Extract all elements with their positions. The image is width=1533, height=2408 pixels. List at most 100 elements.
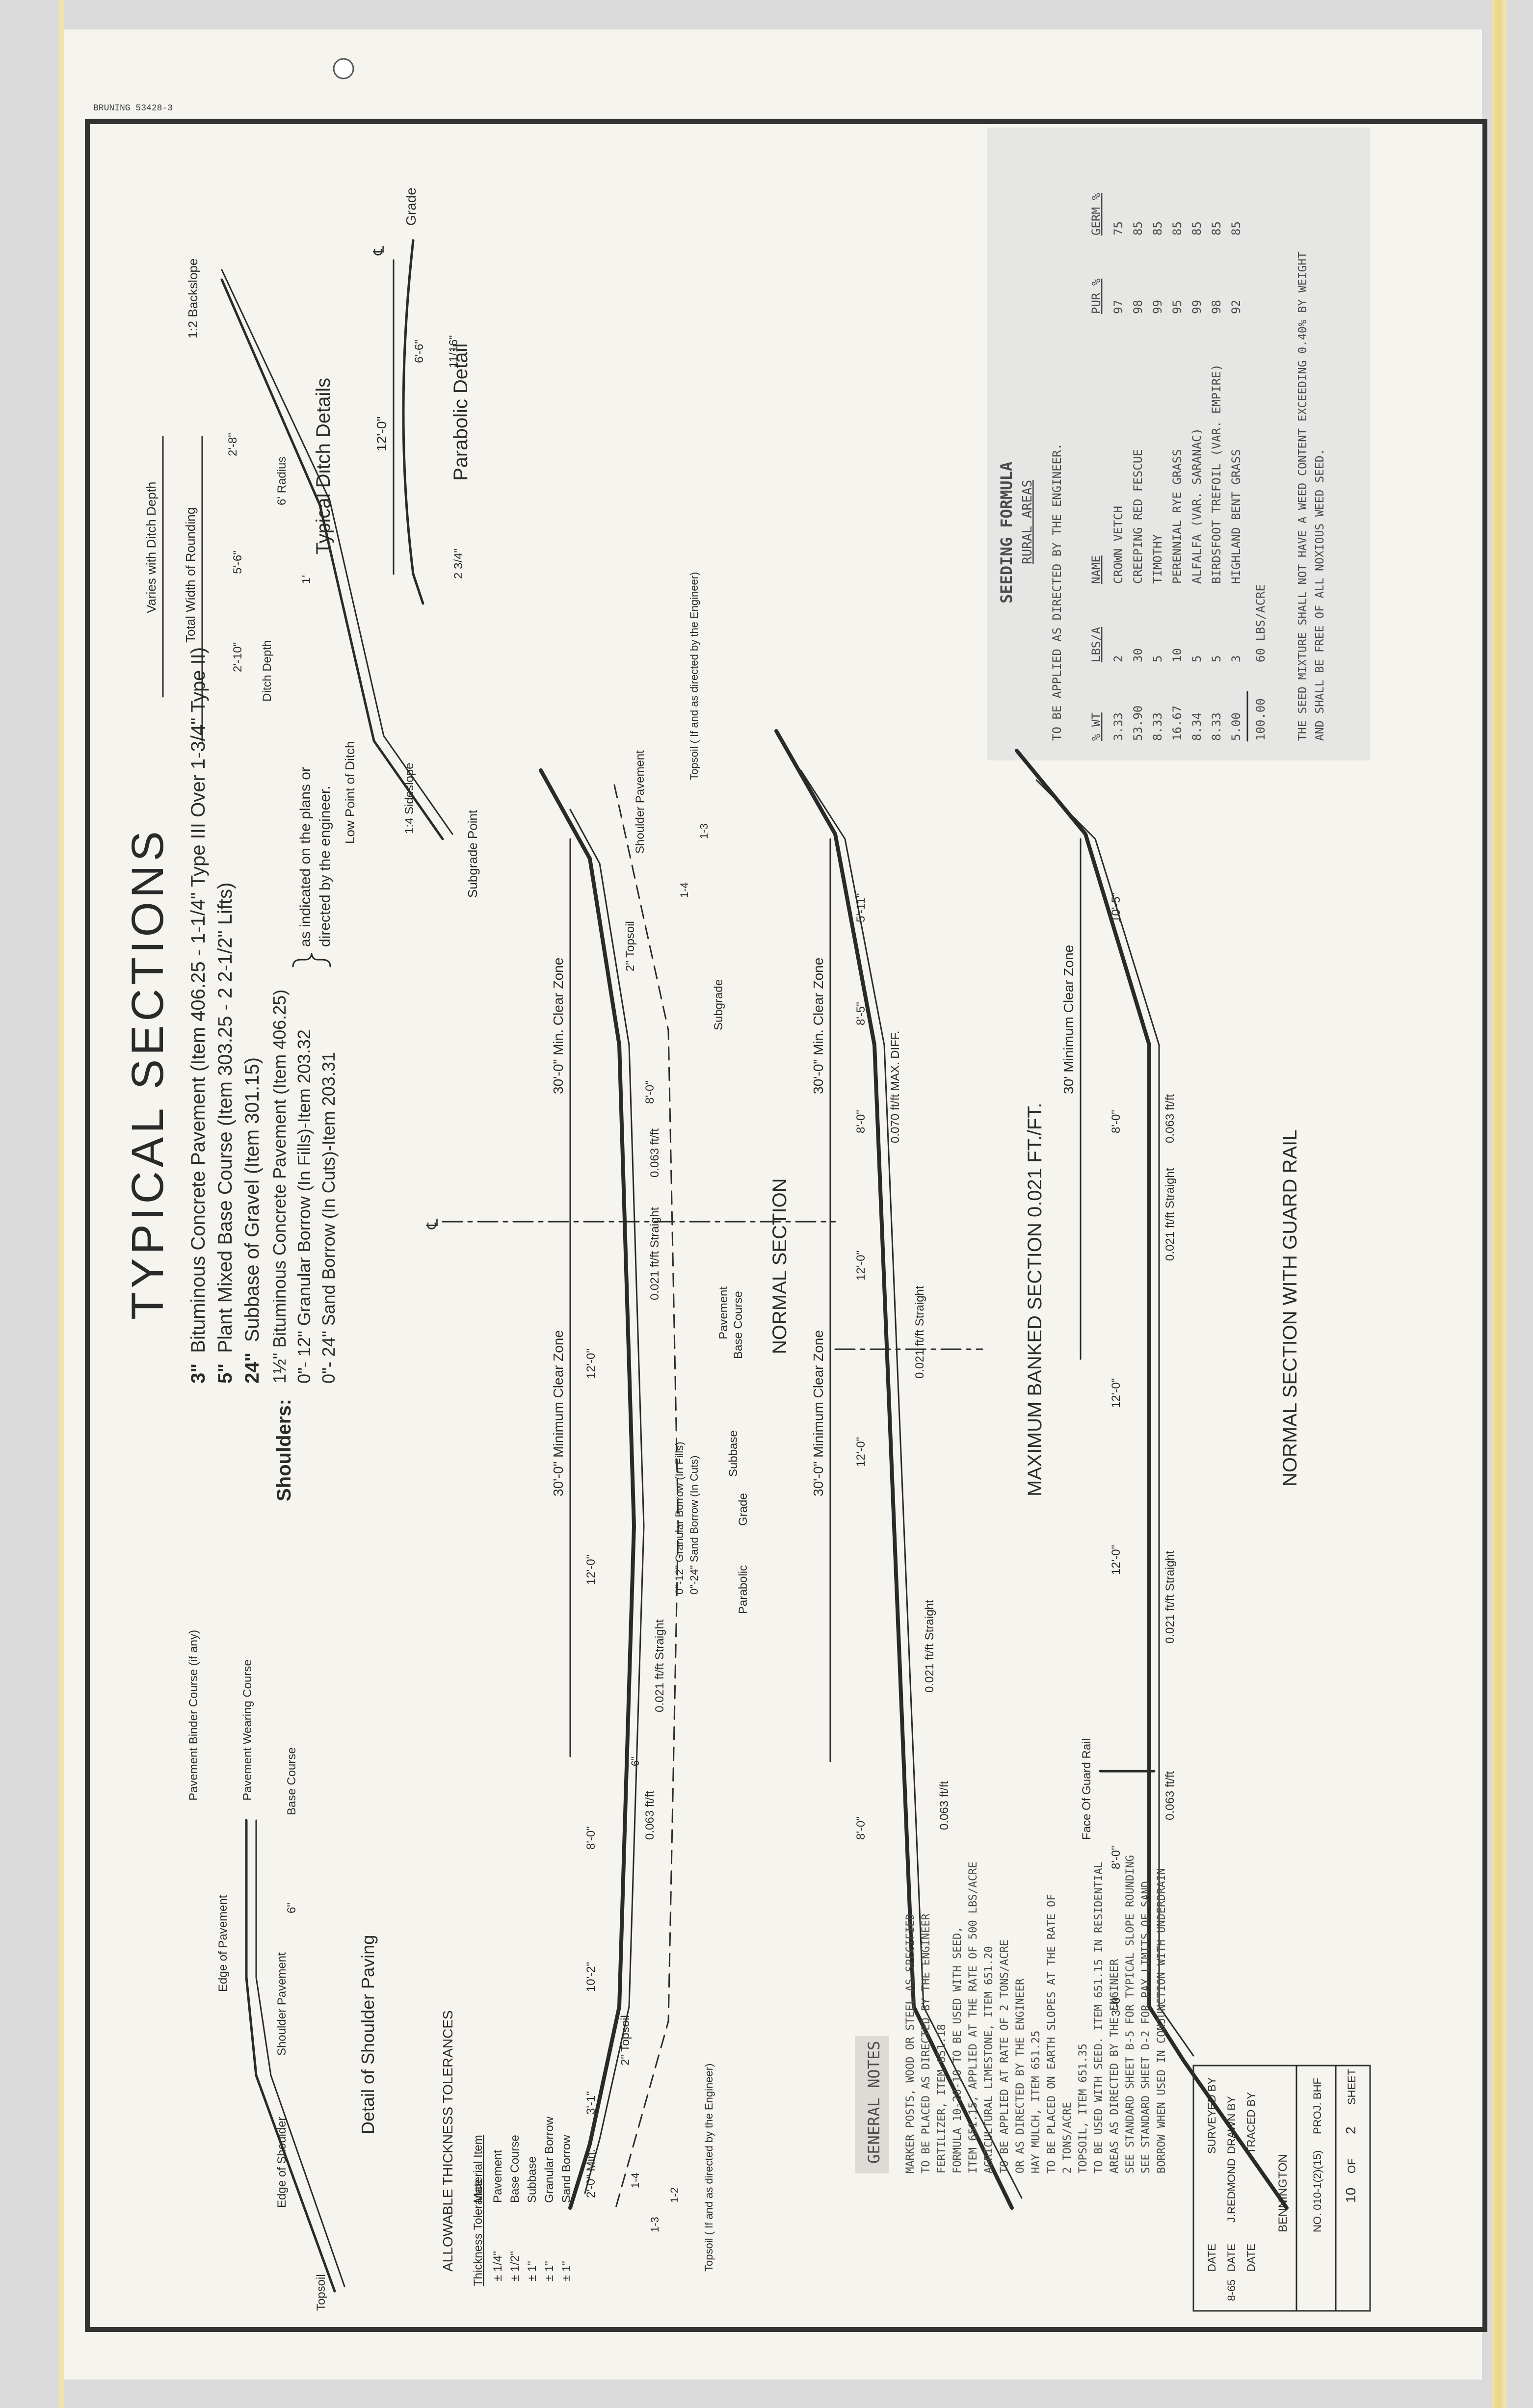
note-line: TO BE PLACED ON EARTH SLOPES AT THE RATE… <box>1046 1894 1058 2173</box>
seeding-rows: 3.33 2 CROWN VETCH 97 75 53.90 30 CREEPI… <box>1111 221 1243 741</box>
banked-label: 0.021 ft/ft Straight <box>913 1285 926 1379</box>
normal-label: Subgrade <box>712 979 725 1030</box>
tolerance-item: Subbase <box>526 2156 539 2203</box>
seeding-cell: BIRDSFOOT TREFOIL (VAR. EMPIRE) <box>1210 364 1223 584</box>
normal-label: Topsoil ( If and as directed by the Engi… <box>688 572 700 780</box>
banked-label: 30'-0" Minimum Clear Zone <box>811 1330 826 1496</box>
seeding-cell: 5 <box>1210 655 1223 662</box>
seeding-header: LBS/A <box>1089 627 1103 662</box>
guard-label: 0.021 ft/ft Straight <box>1163 1550 1177 1644</box>
shoulder-label: Topsoil <box>315 2274 328 2311</box>
seeding-subtitle: RURAL AREAS <box>1020 480 1035 564</box>
note-line: ITEM 651.15, APPLIED AT THE RATE OF 500 … <box>967 1861 979 2173</box>
notes-lines: MARKER POSTS, WOOD OR STEEL AS SPECIFIED… <box>904 1855 1168 2173</box>
rotated-drawing: TYPICAL SECTIONS 3" Bituminous Concrete … <box>99 123 1473 2330</box>
seeding-cell: 30 <box>1131 648 1145 662</box>
ditch-details: Typical Ditch Details Total Width of Rou… <box>144 259 480 898</box>
tb-value: J.REDMOND <box>1225 2158 1238 2223</box>
banked-label: 0.070 ft/ft MAX. DIFF. <box>889 1031 902 1143</box>
banked-label: 30'-0" Min. Clear Zone <box>811 958 826 1094</box>
seeding-cell: 8.33 <box>1151 712 1164 741</box>
normal-label: 1-3 <box>649 2217 661 2232</box>
seeding-cell: 16.67 <box>1170 706 1184 741</box>
tolerance-value: ± 1" <box>543 2261 556 2281</box>
guard-section-title: NORMAL SECTION WITH GUARD RAIL <box>1279 1130 1301 1487</box>
seeding-shade <box>987 128 1370 760</box>
normal-label: Pavement <box>717 1286 730 1339</box>
seeding-cell: 92 <box>1229 300 1243 314</box>
seeding-cell: 8.33 <box>1210 712 1223 741</box>
tolerances-table: ALLOWABLE THICKNESS TOLERANCES Material … <box>440 2010 573 2286</box>
banked-label: 8'-5" <box>854 1002 868 1025</box>
normal-label: Topsoil ( If and as directed by the Engi… <box>703 2064 715 2272</box>
general-notes: GENERAL NOTES MARKER POSTS, WOOD OR STEE… <box>855 1855 1168 2173</box>
banked-label: 0.063 ft/ft <box>938 1781 951 1830</box>
sheet-border <box>85 119 1487 2332</box>
ditch-dim: 2'-10" <box>231 642 244 672</box>
material-text: Bituminous Concrete Pavement (Item 406.2… <box>187 647 209 1353</box>
tolerance-header: Material Item <box>472 2135 485 2203</box>
seeding-cell: 99 <box>1190 300 1204 314</box>
note-line: TO BE USED WITH SEED. ITEM 651.15 IN RES… <box>1093 1861 1105 2173</box>
normal-label: 3'-1" <box>584 2091 598 2115</box>
tolerance-item: Base Course <box>508 2135 522 2203</box>
seeding-cell: 53.90 <box>1131 706 1145 741</box>
seeding-cell: 85 <box>1229 221 1243 236</box>
ditch-radius: 6' Radius <box>275 457 289 505</box>
ditch-sideslope: 1:4 Sideslope <box>403 763 416 834</box>
seeding-cell: 75 <box>1111 221 1125 236</box>
ditch-low-point: Low Point of Ditch <box>343 741 357 844</box>
normal-label: 8'-0" <box>643 1080 657 1104</box>
normal-label: 0.021 ft/ft Straight <box>653 1619 666 1712</box>
material-thickness: 24" <box>241 1353 263 1384</box>
seeding-cell: 8.34 <box>1190 712 1204 741</box>
seeding-cell: 3.33 <box>1111 712 1125 741</box>
shoulders-line: 0"- 24" Sand Borrow (In Cuts)-Item 203.3… <box>318 1052 339 1384</box>
page-title: TYPICAL SECTIONS <box>123 827 173 1320</box>
note-line: AREAS AS DIRECTED BY THE ENGINEER <box>1109 1959 1121 2173</box>
parabolic-grade: Grade <box>403 187 419 226</box>
guard-label: 30' Minimum Clear Zone <box>1061 945 1076 1094</box>
parabolic-dim: 2 3/4" <box>452 549 465 579</box>
ditch-varies-label: Varies with Ditch Depth <box>144 482 159 613</box>
parabolic-dim-label: 12'-0" <box>374 417 389 451</box>
normal-label: 0"-24" Sand Borrow (In Cuts) <box>688 1456 700 1595</box>
parabolic-dim: 11/16" <box>447 335 460 368</box>
seeding-cell: HIGHLAND BENT GRASS <box>1229 449 1243 584</box>
normal-label: 2" Topsoil <box>624 921 637 971</box>
seeding-title: SEEDING FORMULA <box>997 462 1016 603</box>
normal-label: 1-3 <box>698 823 710 839</box>
guard-label: 0.063 ft/ft <box>1163 1094 1177 1143</box>
shoulder-label: Pavement Wearing Course <box>241 1659 254 1801</box>
normal-label: Base Course <box>732 1291 745 1359</box>
parabolic-curve <box>402 239 424 605</box>
seeding-applied: TO BE APPLIED AS DIRECTED BY THE ENGINEE… <box>1050 443 1064 741</box>
shoulder-label: Shoulder Pavement <box>275 1952 289 2056</box>
guard-subgrade <box>1035 779 1194 2057</box>
normal-label: 2'-0" Min. <box>584 2149 598 2198</box>
ditch-subgrade: Subgrade Point <box>465 810 480 898</box>
guard-label: 12'-0" <box>1110 1545 1123 1575</box>
note-line: OR AS DIRECTED BY THE ENGINEER <box>1014 1978 1027 2173</box>
seeding-cell: 3 <box>1229 655 1243 662</box>
guard-label: 10'-5" <box>1110 892 1123 922</box>
shoulder-label: 6" <box>285 1903 298 1913</box>
note-line: TO BE APPLIED AT RATE OF 2 TONS/ACRE <box>999 1939 1011 2173</box>
normal-label: 1-4 <box>678 882 690 898</box>
title-block: SURVEYED BY DATE DRAWN BY J.REDMOND DATE… <box>1192 2065 1371 2312</box>
normal-label: 8'-0" <box>584 1826 598 1850</box>
banked-label: 8'-0" <box>854 1816 868 1840</box>
clear-zone-label: 30'-0" Minimum Clear Zone <box>551 1330 566 1496</box>
guard-label: 8'-0" <box>1110 1110 1123 1133</box>
banked-section: 30'-0" Min. Clear Zone 30'-0" Minimum Cl… <box>774 729 1046 2210</box>
title-group: TYPICAL SECTIONS 3" Bituminous Concrete … <box>123 647 339 1501</box>
tb-town: BENNINGTON <box>1276 2154 1290 2232</box>
tb-value: 10 <box>1343 2188 1358 2203</box>
tb-label: DATE <box>1245 2244 1257 2272</box>
notes-stamp-bg <box>855 2036 889 2173</box>
tb-label: OF <box>1346 2158 1358 2173</box>
guard-section: 30' Minimum Clear Zone Face Of Guard Rai… <box>1015 749 1301 2210</box>
parabolic-dim: 6'-6" <box>413 340 426 363</box>
guard-label: 0.063 ft/ft <box>1163 1771 1177 1820</box>
title-block-frame <box>1192 2065 1371 2312</box>
